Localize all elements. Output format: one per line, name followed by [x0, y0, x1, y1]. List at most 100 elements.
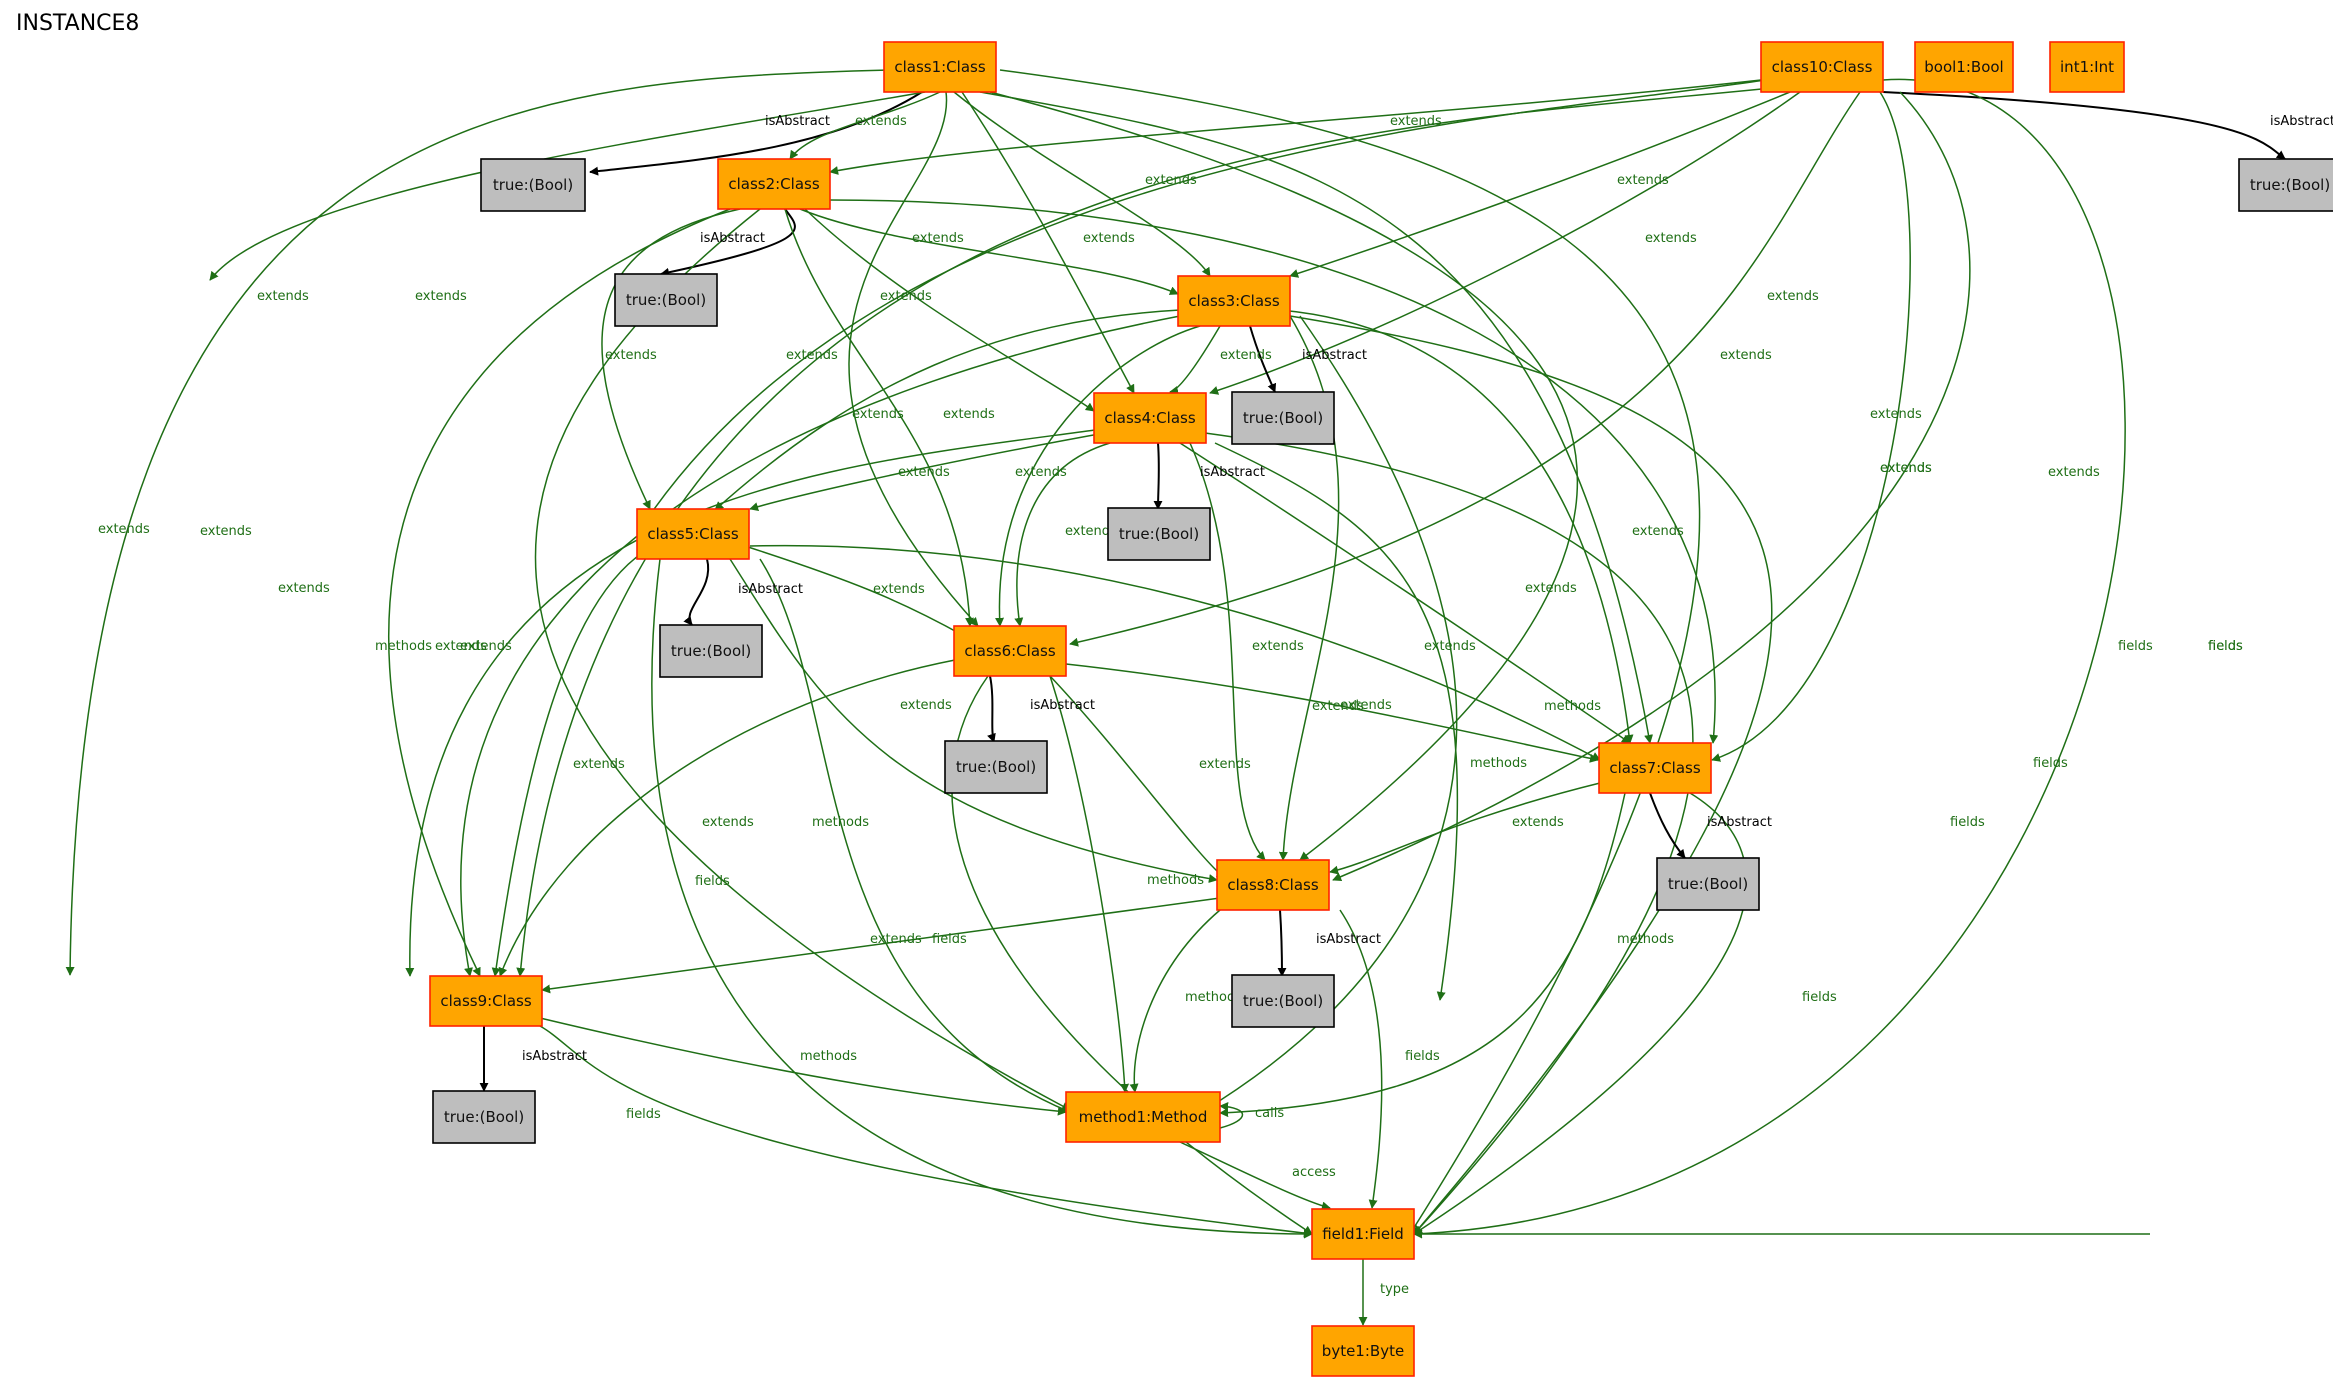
edge-label-extends: extends: [2048, 465, 2100, 480]
edge-label-extends: extends: [1617, 173, 1669, 188]
node-t10[interactable]: true:(Bool): [2238, 158, 2333, 212]
edge-label-fields: fields: [2118, 639, 2153, 654]
node-class2[interactable]: class2:Class: [717, 158, 831, 210]
edge-label-extends: extends: [200, 524, 252, 539]
node-class6[interactable]: class6:Class: [953, 625, 1067, 677]
edge-class9-method1: [539, 1017, 1067, 1116]
edge-label-calls: calls: [1255, 1106, 1284, 1121]
node-box: [1598, 742, 1712, 794]
edge-label-isAbstract: isAbstract: [2270, 114, 2333, 129]
edge-label-methods: methods: [800, 1049, 857, 1064]
node-label: class1:Class: [894, 58, 985, 76]
edge-class3-t3: [1249, 325, 1277, 393]
node-field1[interactable]: field1:Field: [1311, 1208, 1415, 1260]
edge-class10-class2: [829, 79, 1762, 175]
edge-label-extends: extends: [912, 231, 964, 246]
node-class7[interactable]: class7:Class: [1598, 742, 1712, 794]
edge-label-access: access: [1292, 1165, 1336, 1180]
node-t8[interactable]: true:(Bool): [1231, 974, 1335, 1028]
node-label: class10:Class: [1772, 58, 1873, 76]
edge-class8-method1: [1129, 909, 1221, 1093]
edge-class4-class8: [1189, 442, 1266, 861]
node-class9[interactable]: class9:Class: [429, 975, 543, 1027]
node-label: true:(Bool): [626, 291, 706, 309]
edge-class8-field1: [1339, 909, 1383, 1209]
edge-class7-t7: [1649, 792, 1686, 859]
edge-label-extends: extends: [898, 465, 950, 480]
node-box: [1656, 857, 1760, 911]
node-box: [2049, 41, 2125, 93]
node-label: true:(Bool): [493, 176, 573, 194]
node-int1[interactable]: int1:Int: [2049, 41, 2125, 93]
edge-label-extends: extends: [1632, 524, 1684, 539]
node-t4[interactable]: true:(Bool): [1107, 507, 1211, 561]
edge-class10-class4: [1209, 91, 1801, 395]
node-label: true:(Bool): [1119, 525, 1199, 543]
node-box: [2238, 158, 2333, 212]
node-bool1[interactable]: bool1:Bool: [1914, 41, 2014, 93]
node-label: true:(Bool): [1243, 409, 1323, 427]
node-box: [429, 975, 543, 1027]
node-t3[interactable]: true:(Bool): [1231, 391, 1335, 445]
edge-label-extends: extends: [1720, 348, 1772, 363]
node-box: [1231, 391, 1335, 445]
edge-label-extends: extends: [852, 407, 904, 422]
node-t9[interactable]: true:(Bool): [432, 1090, 536, 1144]
node-label: bool1:Bool: [1924, 58, 2003, 76]
edge-label-extends: extends: [573, 757, 625, 772]
edge-label-extends: extends: [460, 639, 512, 654]
edge-class8-class9: [541, 897, 1221, 994]
node-class4[interactable]: class4:Class: [1093, 392, 1207, 444]
edge-label-methods: methods: [1470, 756, 1527, 771]
node-box: [480, 158, 586, 212]
edge-class1-class9: [65, 69, 891, 976]
edge-class10-class7: [1711, 91, 1911, 762]
node-byte1[interactable]: byte1:Byte: [1311, 1325, 1415, 1377]
node-t1[interactable]: true:(Bool): [480, 158, 586, 212]
edge-label-extends: extends: [435, 639, 487, 654]
node-label: int1:Int: [2060, 58, 2114, 76]
edge-label-isAbstract: isAbstract: [522, 1049, 587, 1064]
node-class5[interactable]: class5:Class: [636, 508, 750, 560]
node-t6[interactable]: true:(Bool): [944, 740, 1048, 794]
edge-label-methods: methods: [1544, 699, 1601, 714]
edge-class6-class8: [1049, 675, 1226, 879]
node-label: true:(Bool): [671, 642, 751, 660]
edge-class10-class8: [1332, 91, 1971, 882]
node-box: [1065, 1091, 1221, 1143]
edge-label-extends: extends: [98, 522, 150, 537]
node-class10[interactable]: class10:Class: [1760, 41, 1884, 93]
node-label: class7:Class: [1609, 759, 1700, 777]
node-t5[interactable]: true:(Bool): [659, 624, 763, 678]
node-label: true:(Bool): [1668, 875, 1748, 893]
node-t2[interactable]: true:(Bool): [614, 273, 718, 327]
edge-class5-class8: [729, 558, 1218, 884]
node-class1[interactable]: class1:Class: [883, 41, 997, 93]
edge-layer: [65, 69, 2286, 1326]
node-label: class9:Class: [440, 992, 531, 1010]
node-box: [1216, 859, 1330, 911]
edge-label-fields: fields: [1802, 990, 1837, 1005]
edge-class8-t8: [1277, 909, 1287, 977]
node-label: class8:Class: [1227, 876, 1318, 894]
node-label: field1:Field: [1322, 1225, 1404, 1243]
edge-label-fields: fields: [932, 932, 967, 947]
edge-method1-field1: [1179, 1141, 1331, 1211]
edge-label-extends: extends: [786, 348, 838, 363]
edge-label-extends: extends: [880, 289, 932, 304]
edge-label-extends: extends: [1645, 231, 1697, 246]
node-box: [717, 158, 831, 210]
node-label: true:(Bool): [956, 758, 1036, 776]
edge-class6-method1: [1049, 675, 1130, 1093]
node-box: [432, 1090, 536, 1144]
edge-class10-t10: [1882, 91, 2286, 160]
node-method1[interactable]: method1:Method: [1065, 1091, 1221, 1143]
node-box: [614, 273, 718, 327]
node-class8[interactable]: class8:Class: [1216, 859, 1330, 911]
node-class3[interactable]: class3:Class: [1177, 275, 1291, 327]
edge-class2-t2: [660, 208, 796, 277]
node-label: class3:Class: [1188, 292, 1279, 310]
node-t7[interactable]: true:(Bool): [1656, 857, 1760, 911]
